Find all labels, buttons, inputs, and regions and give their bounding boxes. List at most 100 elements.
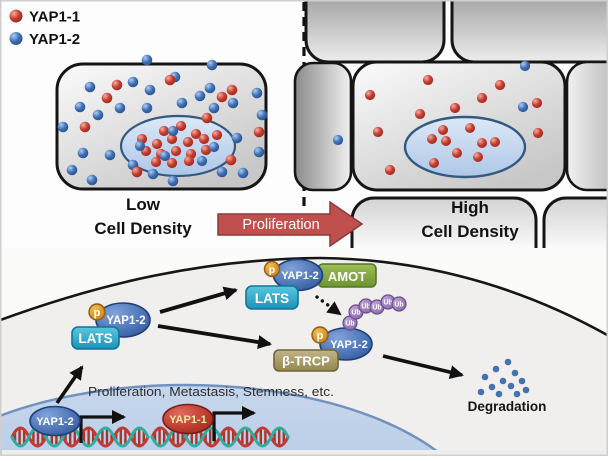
phosphate-icon <box>311 326 329 344</box>
yap1-1-dot <box>101 92 113 104</box>
lats-box <box>245 285 299 310</box>
degradation-dot <box>488 383 496 391</box>
neighbor-cell-top-right <box>450 0 608 64</box>
yap1-1-dot <box>201 112 213 124</box>
phosphate-icon <box>88 303 106 321</box>
ubiquitin-label: Ub <box>361 304 370 311</box>
yap1-2-dot <box>237 167 249 179</box>
degradation-dot <box>511 369 519 377</box>
yap1-1-dot <box>253 126 265 138</box>
pathway-panel: Proliferation, Metastasis, Stemness, etc… <box>0 248 608 461</box>
yap1-2-dot <box>104 149 116 161</box>
yap1-1-dot <box>531 97 543 109</box>
yap1-2-dot <box>141 54 153 66</box>
transcription-arrow-yap1-1 <box>212 406 256 441</box>
degradation-dot <box>513 390 521 398</box>
yap1-1-dot <box>449 102 461 114</box>
yap1-2-dot <box>66 164 78 176</box>
yap1-1-dot <box>166 133 178 145</box>
low-density-title-line2: Cell Density <box>94 219 192 238</box>
yap1-1-dot <box>175 120 187 132</box>
amot-label: AMOT <box>328 269 366 284</box>
legend-yap1-1-label: YAP1-1 <box>29 9 80 26</box>
yap1-2-dot <box>114 102 126 114</box>
yap1-2-gene-oval <box>29 405 81 437</box>
proliferation-arrow-shape <box>217 200 364 248</box>
yap1-2-dot <box>167 125 179 137</box>
degradation-group: Degradation <box>468 358 546 414</box>
yap1-2-gene-label: YAP1-2 <box>36 416 74 428</box>
yap1-1-gene-label: YAP1-1 <box>169 414 207 426</box>
yap1-1-dot <box>158 125 170 137</box>
yap1-1-dot <box>372 126 384 138</box>
btrcp-label: β-TRCP <box>282 354 330 369</box>
yap1-1-gene: YAP1-1 <box>162 403 214 435</box>
yap1-2-dot <box>176 97 188 109</box>
low-cytoplasm-dots <box>57 54 268 187</box>
yap1-1-dot <box>476 92 488 104</box>
lats-box <box>71 326 120 350</box>
ubiquitin-label: Ub <box>345 321 354 328</box>
degradation-dot <box>499 377 507 385</box>
arrow-nucleus-to-lats <box>55 365 84 405</box>
yap1-2-dot <box>74 101 86 113</box>
yap1-1-gene-oval <box>162 403 214 435</box>
dashed-arrow-amot-to-ubiquitination <box>315 295 342 316</box>
yap1-2-dot <box>77 147 89 159</box>
low-density-panel: Low Cell Density <box>55 54 268 238</box>
legend: YAP1-1 YAP1-2 <box>9 9 80 48</box>
neighbor-cell-left <box>293 61 353 192</box>
yap1-1-dot <box>190 128 202 140</box>
neighbor-cell-right <box>565 60 608 192</box>
degradation-dot <box>522 386 530 394</box>
yap1-1-dot <box>438 125 448 135</box>
yap1-2-dot <box>196 155 208 167</box>
yap1-1-dot <box>166 157 178 169</box>
yap1-1-dot <box>226 84 238 96</box>
yap1-2-dot <box>206 59 218 71</box>
high-density-nucleus <box>403 115 527 179</box>
yap1-1-dot <box>477 138 487 148</box>
yap1-2-dot <box>208 141 220 153</box>
yap1-2-dot <box>517 101 529 113</box>
yap1-1-dot <box>532 127 544 139</box>
yap1-1-dot <box>441 136 451 146</box>
ubiquitin-label: Ub <box>351 310 360 317</box>
yap1-1-dot <box>216 91 228 103</box>
yap1-1-dot <box>465 123 475 133</box>
yap1-1-dot <box>150 156 162 168</box>
btrcp-box <box>273 349 339 372</box>
yap1-2-dot <box>92 109 104 121</box>
high-cytoplasm-dots <box>332 60 544 176</box>
yap1-1-dot <box>182 136 194 148</box>
yap1-2-dot <box>141 102 153 114</box>
yap1-1-dot <box>200 144 212 156</box>
legend-yap1-1-dot-icon <box>9 9 23 23</box>
yap1-1-dot <box>473 152 483 162</box>
yap1-1-dot <box>494 79 506 91</box>
low-nucleus-dots <box>134 120 223 169</box>
yap1-1-dot <box>164 74 176 86</box>
phosphate-label: p <box>317 330 324 342</box>
yap1-1-dot <box>111 79 123 91</box>
ubiquitin-icon <box>391 296 407 312</box>
yap1-1-dot <box>183 155 195 167</box>
yap1-2-dot <box>144 84 156 96</box>
yap1-2-dot <box>253 146 265 158</box>
proliferation-arrow: Proliferation <box>217 200 364 248</box>
phosphate-icon <box>263 260 281 278</box>
phosphate-label: p <box>269 264 275 276</box>
yap1-2-dot <box>57 121 69 133</box>
yap1-1-dot <box>225 154 237 166</box>
high-nucleus-dots <box>427 123 500 168</box>
ubiquitin-label: Ub <box>394 302 403 309</box>
legend-yap1-2-label: YAP1-2 <box>29 31 80 48</box>
phosphate-label: p <box>94 307 101 319</box>
ubiquitin-label: Ub <box>372 305 381 312</box>
yap1-2-label: YAP1-2 <box>106 315 145 327</box>
yap1-1-dot <box>414 108 426 120</box>
